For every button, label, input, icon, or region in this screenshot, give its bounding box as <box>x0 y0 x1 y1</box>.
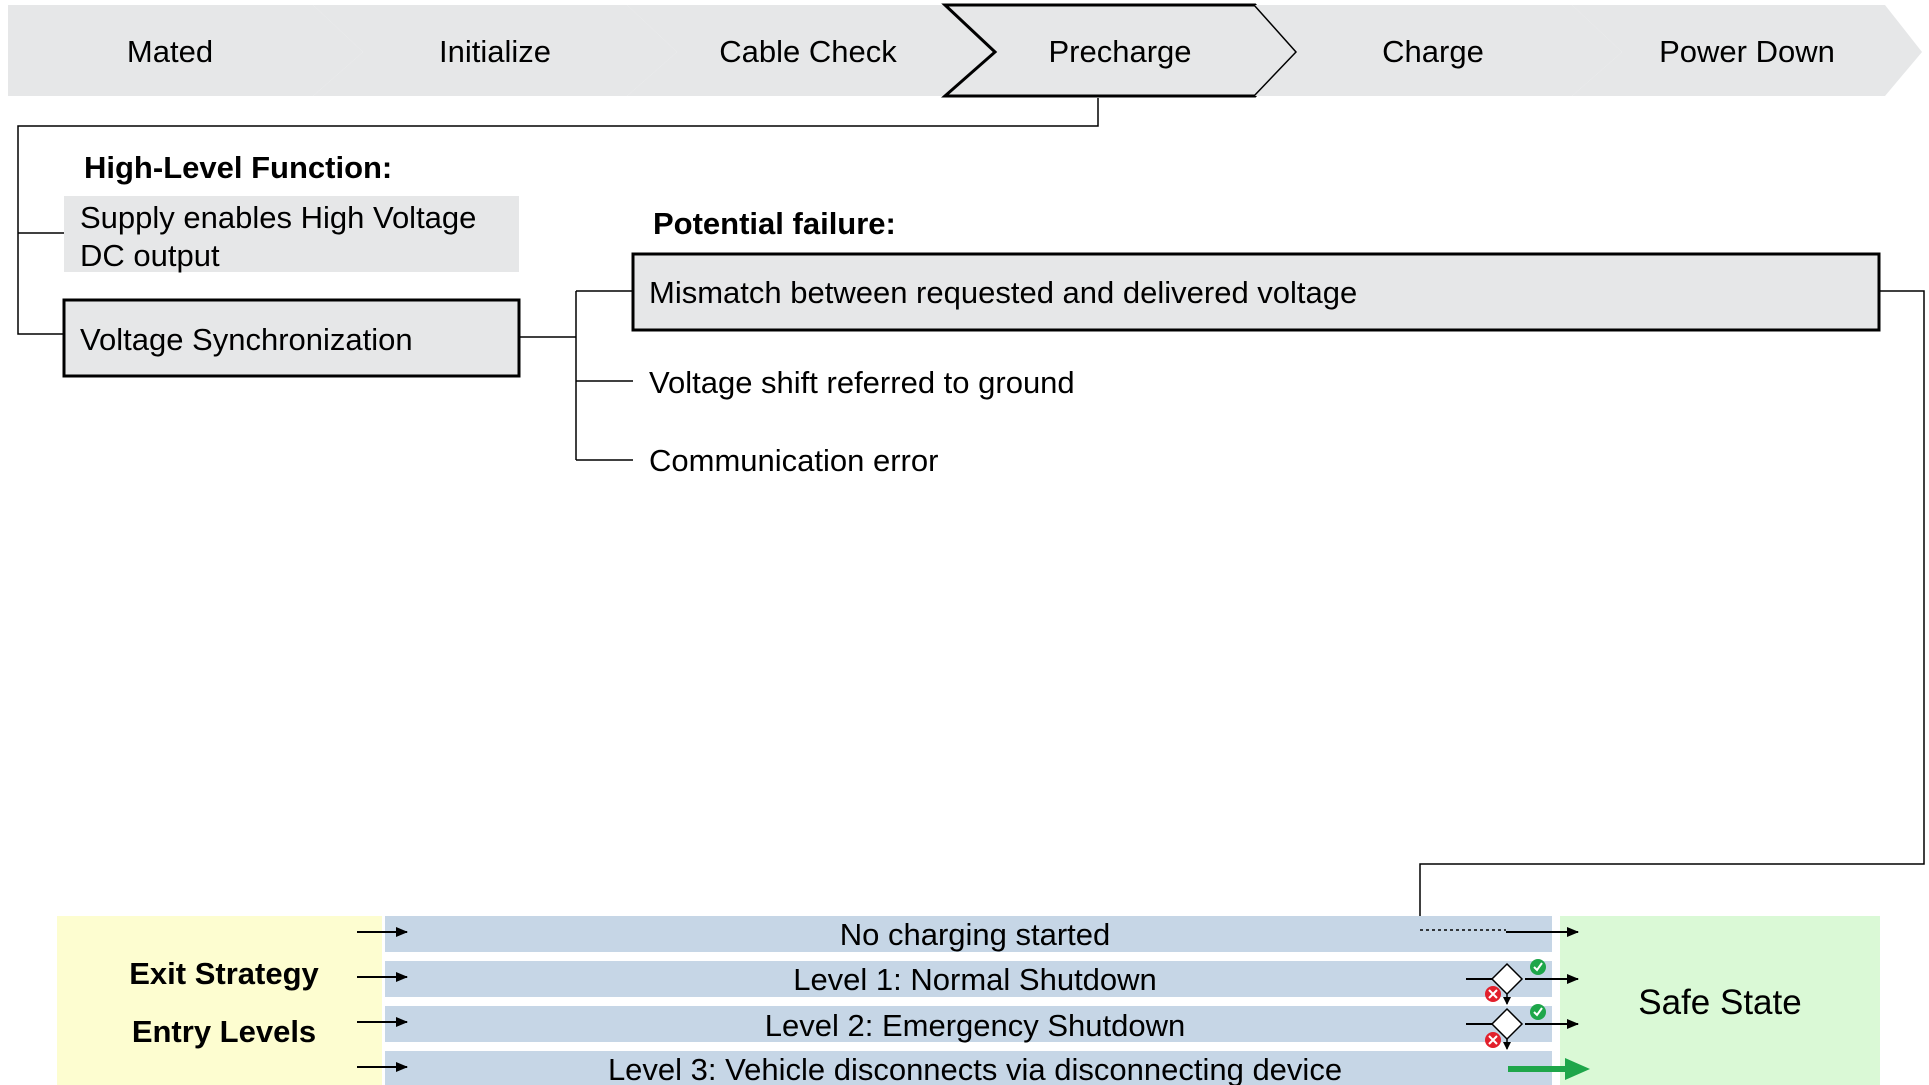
failure-box-primary[interactable] <box>631 252 1881 332</box>
entry-arrows <box>357 927 408 1072</box>
subfunction-box[interactable] <box>62 298 521 378</box>
level-3-label: Level 3: Vehicle disconnects via disconn… <box>608 1052 1342 1085</box>
step-mated-label: Mated <box>127 34 213 69</box>
process-bar: Mated Initialize Cable Check Precharge C… <box>8 3 1922 98</box>
safe-state-panel[interactable] <box>1560 916 1880 1085</box>
subfunction-label: Voltage Synchronization <box>80 322 413 357</box>
level-1-label: Level 1: Normal Shutdown <box>793 962 1157 997</box>
safe-state-label: Safe State <box>1638 983 1801 1022</box>
function-line-1: Supply enables High Voltage <box>80 200 476 235</box>
step-initialize-shape[interactable] <box>313 5 677 96</box>
exit-strategy-panel <box>57 916 382 1085</box>
precharge-connector <box>17 98 1099 335</box>
failure-tree-connector <box>519 290 633 461</box>
entry-levels-title: Entry Levels <box>132 1014 316 1049</box>
level-bar-2[interactable] <box>385 1006 1552 1042</box>
step-precharge-label: Precharge <box>1048 34 1191 69</box>
exit-arrows <box>1420 927 1579 1029</box>
function-line-2: DC output <box>80 238 220 273</box>
decision-node-level-2 <box>1466 1004 1546 1050</box>
failure-to-exit-connector <box>1419 290 1925 930</box>
exit-strategy-title: Exit Strategy <box>129 956 319 991</box>
failure-item-3: Communication error <box>649 443 938 478</box>
green-arrow-head-icon <box>1565 1058 1590 1080</box>
failure-item-2: Voltage shift referred to ground <box>649 365 1075 400</box>
step-initialize-label: Initialize <box>439 34 551 69</box>
level-bar-1[interactable] <box>385 961 1552 997</box>
level-2-label: Level 2: Emergency Shutdown <box>765 1008 1185 1043</box>
step-power-down-shape[interactable] <box>1572 5 1922 96</box>
high-level-heading: High-Level Function: <box>84 150 392 185</box>
level-bar-3[interactable] <box>385 1051 1552 1085</box>
failure-item-1: Mismatch between requested and delivered… <box>649 275 1357 310</box>
function-box[interactable] <box>64 196 519 272</box>
step-mated-shape[interactable] <box>8 5 363 96</box>
step-charge-shape[interactable] <box>1255 5 1622 96</box>
failure-heading: Potential failure: <box>653 206 896 241</box>
step-charge-label: Charge <box>1382 34 1484 69</box>
level-bars: No charging started Level 1: Normal Shut… <box>385 916 1552 1085</box>
step-cable-check-shape[interactable] <box>627 5 995 96</box>
step-power-down-label: Power Down <box>1659 34 1835 69</box>
step-cable-check-label: Cable Check <box>719 34 897 69</box>
decision-node-level-1 <box>1466 959 1546 1005</box>
level-none-label: No charging started <box>840 917 1111 952</box>
level-bar-none[interactable] <box>385 916 1552 952</box>
